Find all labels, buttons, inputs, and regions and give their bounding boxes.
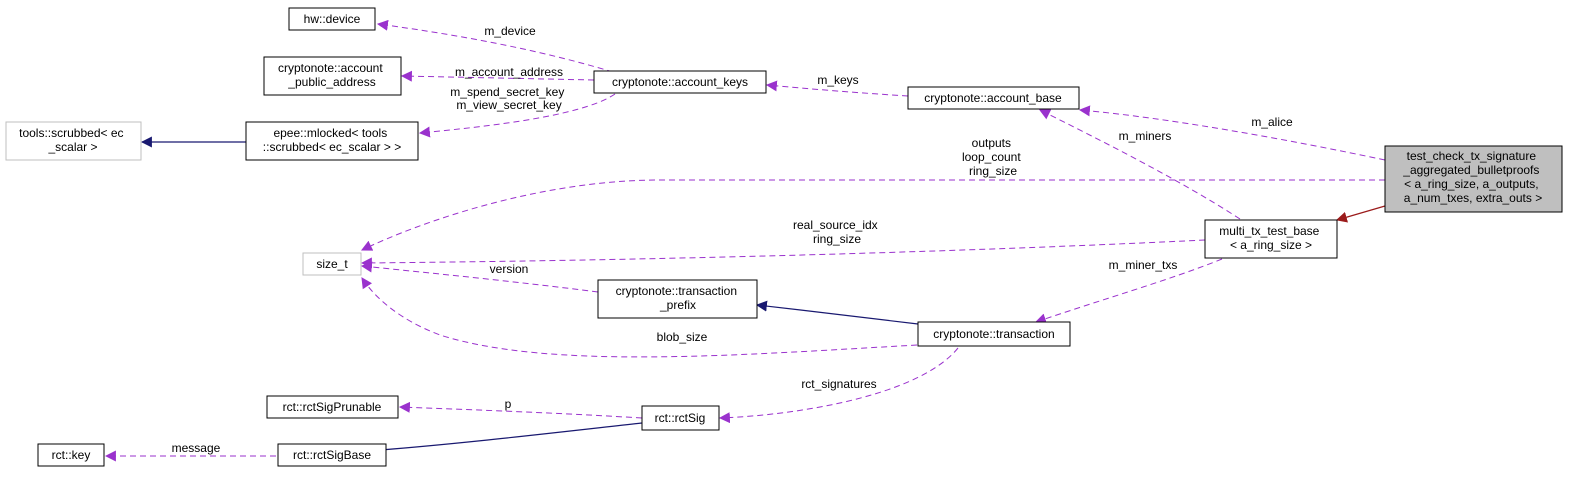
label-version: version bbox=[490, 262, 529, 276]
svg-text:cryptonote::account _p: cryptonote::account _public_address bbox=[278, 61, 386, 89]
svg-text:multi_tx_test_base < a: multi_tx_test_base < a_ring_size > bbox=[1219, 224, 1322, 252]
svg-text:rct::rctSig: rct::rctSig bbox=[655, 411, 706, 425]
label-real-source-idx: real_source_idx ring_size bbox=[793, 218, 881, 246]
svg-text:epee::mlocked< tools :: epee::mlocked< tools ::scrubbed< ec_scal… bbox=[263, 126, 401, 154]
edge-outputs bbox=[361, 179, 1385, 251]
node-rct-sig-base[interactable]: rct::rctSigBase bbox=[277, 443, 387, 467]
node-account-keys[interactable]: cryptonote::account_keys bbox=[593, 70, 767, 94]
edge-rct-signatures bbox=[718, 347, 959, 424]
svg-text:hw::device: hw::device bbox=[304, 12, 361, 26]
edge-m-account-address bbox=[400, 70, 595, 82]
node-tools-scrubbed[interactable]: tools::scrubbed< ec _scalar > bbox=[5, 121, 142, 161]
edge-labels: m_device m_account_address m_spend_secre… bbox=[172, 24, 1293, 455]
node-transaction[interactable]: cryptonote::transaction bbox=[917, 321, 1071, 347]
svg-text:cryptonote::account_base: cryptonote::account_base bbox=[924, 91, 1062, 105]
nodes: hw::device cryptonote::account _public_a… bbox=[5, 7, 1563, 467]
edge-template-inheritance bbox=[1335, 205, 1386, 223]
node-rct-sig-prunable[interactable]: rct::rctSigPrunable bbox=[266, 395, 399, 419]
node-transaction-prefix[interactable]: cryptonote::transaction _prefix bbox=[597, 279, 758, 319]
edge-version bbox=[360, 261, 599, 293]
edge-m-miners bbox=[1039, 109, 1241, 220]
edge-blob-size bbox=[361, 277, 918, 358]
edge-real-source-idx bbox=[360, 239, 1206, 269]
label-m-keys: m_keys bbox=[817, 73, 858, 87]
node-multi-tx-test-base[interactable]: multi_tx_test_base < a_ring_size > bbox=[1204, 219, 1338, 259]
svg-text:rct::rctSigPrunable: rct::rctSigPrunable bbox=[283, 400, 382, 414]
svg-text:rct::key: rct::key bbox=[52, 448, 91, 462]
label-rct-signatures: rct_signatures bbox=[801, 377, 876, 391]
edge-m-keys bbox=[765, 80, 909, 97]
edge-rctsigbase-inheritance bbox=[366, 422, 643, 456]
svg-text:cryptonote::transaction: cryptonote::transaction bbox=[933, 327, 1054, 341]
node-test-check-tx-signature[interactable]: test_check_tx_signature _aggregated_bull… bbox=[1384, 145, 1563, 213]
node-rct-sig[interactable]: rct::rctSig bbox=[641, 405, 720, 431]
svg-text:size_t: size_t bbox=[316, 257, 348, 271]
node-size-t[interactable]: size_t bbox=[302, 252, 362, 276]
edges bbox=[104, 19, 1386, 462]
node-hw-device[interactable]: hw::device bbox=[288, 7, 376, 31]
label-m-account-address: m_account_address bbox=[455, 65, 563, 79]
node-account-base[interactable]: cryptonote::account_base bbox=[907, 86, 1080, 110]
edge-p bbox=[398, 401, 643, 419]
svg-text:tools::scrubbed< ec _s: tools::scrubbed< ec _scalar > bbox=[19, 126, 127, 154]
label-m-secret-keys: m_spend_secret_key m_view_secret_key bbox=[450, 85, 567, 112]
node-rct-key[interactable]: rct::key bbox=[37, 443, 105, 467]
svg-text:test_check_tx_signature: test_check_tx_signature _aggregated_bull… bbox=[1402, 149, 1542, 205]
edge-m-miner-txs bbox=[1034, 258, 1223, 324]
edge-m-alice bbox=[1078, 105, 1386, 161]
node-account-public-address[interactable]: cryptonote::account _public_address bbox=[263, 56, 402, 96]
svg-text:cryptonote::account_keys: cryptonote::account_keys bbox=[612, 75, 748, 89]
label-outputs: outputs loop_count ring_size bbox=[962, 136, 1024, 178]
label-m-alice: m_alice bbox=[1251, 115, 1293, 129]
svg-text:rct::rctSigBase: rct::rctSigBase bbox=[293, 448, 371, 462]
label-p: p bbox=[505, 397, 512, 411]
label-m-miners: m_miners bbox=[1119, 129, 1172, 143]
label-m-device: m_device bbox=[484, 24, 536, 38]
edge-prefix-inheritance bbox=[755, 300, 919, 325]
label-message: message bbox=[172, 441, 221, 455]
node-epee-mlocked[interactable]: epee::mlocked< tools ::scrubbed< ec_scal… bbox=[245, 121, 419, 161]
svg-text:cryptonote::transaction: cryptonote::transaction _prefix bbox=[616, 284, 741, 312]
label-blob-size: blob_size bbox=[657, 330, 708, 344]
label-m-miner-txs: m_miner_txs bbox=[1109, 258, 1178, 272]
